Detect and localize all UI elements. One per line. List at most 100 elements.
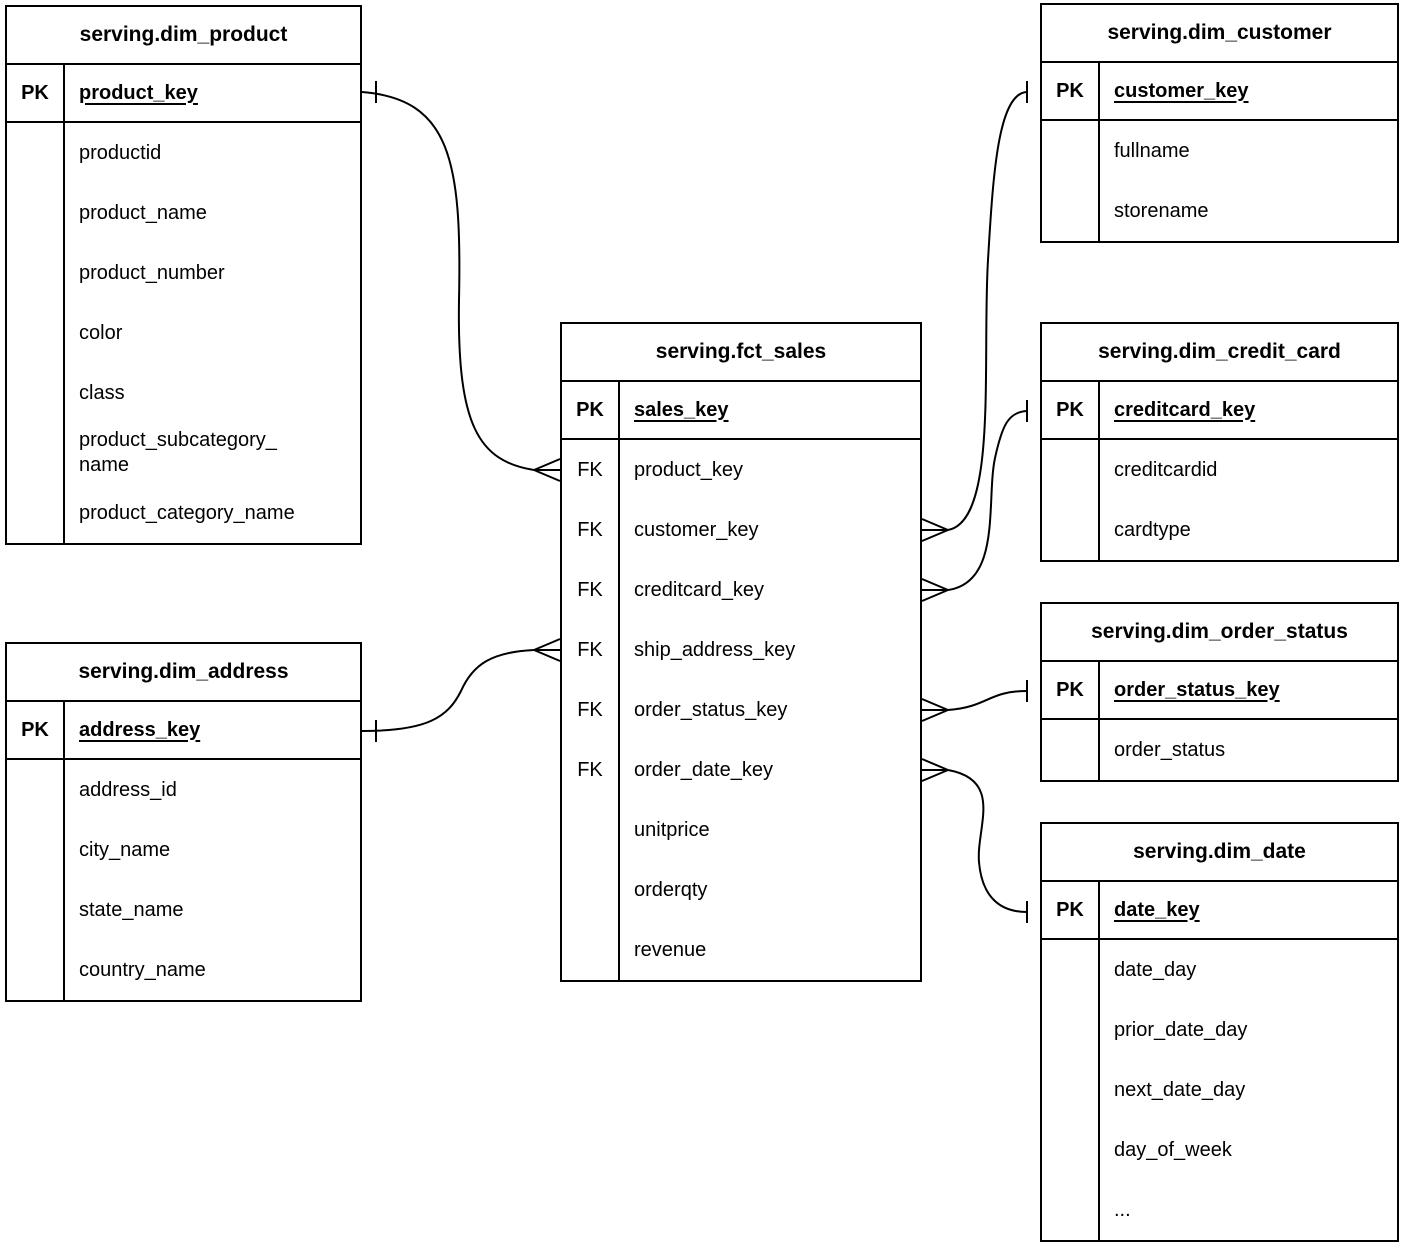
- relation-fct-sales-dim-customer: [921, 81, 1028, 542]
- field-row: orderqty: [562, 860, 920, 920]
- key-type-label: FK: [562, 440, 620, 500]
- key-type-label: PK: [7, 65, 65, 121]
- relation-fct-sales-dim-order-status: [921, 680, 1028, 722]
- field-name: color: [79, 321, 123, 344]
- key-type-label: [7, 483, 65, 543]
- connector-line: [361, 649, 535, 732]
- field-name: next_date_day: [1114, 1078, 1246, 1101]
- key-type-label: FK: [562, 620, 620, 680]
- field-row: fullname: [1042, 121, 1397, 181]
- connector-line: [947, 410, 1028, 591]
- key-type-label: [1042, 1000, 1100, 1060]
- field-name: unitprice: [634, 818, 710, 841]
- field-name: prior_date_day: [1114, 1018, 1248, 1041]
- field-name: state_name: [79, 898, 184, 921]
- field-name: order_status: [1114, 738, 1226, 761]
- field-name: class: [79, 381, 125, 404]
- field-row: order_status: [1042, 720, 1397, 780]
- key-type-label: FK: [562, 680, 620, 740]
- field-row: cardtype: [1042, 500, 1397, 560]
- key-type-label: PK: [1042, 63, 1100, 119]
- many-cardinality-marker: [921, 578, 949, 602]
- relation-fct-sales-dim-credit-card: [921, 400, 1028, 602]
- connector-line: [947, 690, 1028, 711]
- field-row: product_number: [7, 243, 360, 303]
- field-row: date_day: [1042, 940, 1397, 1000]
- key-type-label: [562, 800, 620, 860]
- table-rows: PK date_key date_day prior_date_day next_dat…: [1042, 882, 1397, 1240]
- field-row: day_of_week: [1042, 1120, 1397, 1180]
- key-type-label: PK: [1042, 382, 1100, 438]
- table-title: serving.dim_customer: [1042, 5, 1397, 63]
- key-type-label: [7, 243, 65, 303]
- field-row: FK order_date_key: [562, 740, 920, 800]
- many-cardinality-marker: [921, 698, 949, 722]
- key-type-label: [7, 940, 65, 1000]
- field-row: unitprice: [562, 800, 920, 860]
- field-row: country_name: [7, 940, 360, 1000]
- field-name: address_id: [79, 778, 177, 801]
- field-row: city_name: [7, 820, 360, 880]
- table-title: serving.dim_date: [1042, 824, 1397, 882]
- pk-field-name: address_key: [79, 718, 201, 741]
- table-title: serving.dim_credit_card: [1042, 324, 1397, 382]
- pk-row: PK date_key: [1042, 882, 1397, 940]
- field-name: product_number: [79, 261, 225, 284]
- key-type-label: [1042, 500, 1100, 560]
- field-name: ...: [1114, 1198, 1131, 1221]
- field-row: creditcardid: [1042, 440, 1397, 500]
- pk-field-name: order_status_key: [1114, 678, 1280, 701]
- field-name: orderqty: [634, 878, 708, 901]
- field-name: customer_key: [634, 518, 759, 541]
- key-type-label: FK: [562, 560, 620, 620]
- field-row: next_date_day: [1042, 1060, 1397, 1120]
- pk-row: PK creditcard_key: [1042, 382, 1397, 440]
- many-cardinality-marker: [533, 458, 561, 482]
- field-row: color: [7, 303, 360, 363]
- table-dim-credit-card[interactable]: serving.dim_credit_card PK creditcard_key…: [1040, 322, 1399, 562]
- pk-field-name: sales_key: [634, 398, 729, 421]
- relation-fct-sales-dim-product: [361, 81, 561, 482]
- field-name: product_subcategory_ name: [79, 429, 277, 476]
- key-type-label: [7, 820, 65, 880]
- field-row: storename: [1042, 181, 1397, 241]
- many-cardinality-marker: [921, 518, 949, 542]
- field-row: class: [7, 363, 360, 423]
- key-type-label: [7, 363, 65, 423]
- key-type-label: FK: [562, 740, 620, 800]
- table-title: serving.fct_sales: [562, 324, 920, 382]
- pk-field-name: creditcard_key: [1114, 398, 1256, 421]
- field-row: ...: [1042, 1180, 1397, 1240]
- table-title: serving.dim_address: [7, 644, 360, 702]
- field-row: product_subcategory_ name: [7, 423, 360, 483]
- field-name: country_name: [79, 958, 206, 981]
- pk-field-name: date_key: [1114, 898, 1200, 921]
- connector-line: [947, 91, 1028, 531]
- field-name: city_name: [79, 838, 171, 861]
- field-row: product_name: [7, 183, 360, 243]
- key-type-label: PK: [1042, 662, 1100, 718]
- key-type-label: PK: [1042, 882, 1100, 938]
- connector-line: [947, 769, 1028, 913]
- table-title: serving.dim_product: [7, 7, 360, 65]
- field-name: day_of_week: [1114, 1138, 1232, 1161]
- field-name: order_date_key: [634, 758, 773, 781]
- key-type-label: [1042, 1120, 1100, 1180]
- relation-fct-sales-dim-date: [921, 758, 1028, 923]
- field-row: state_name: [7, 880, 360, 940]
